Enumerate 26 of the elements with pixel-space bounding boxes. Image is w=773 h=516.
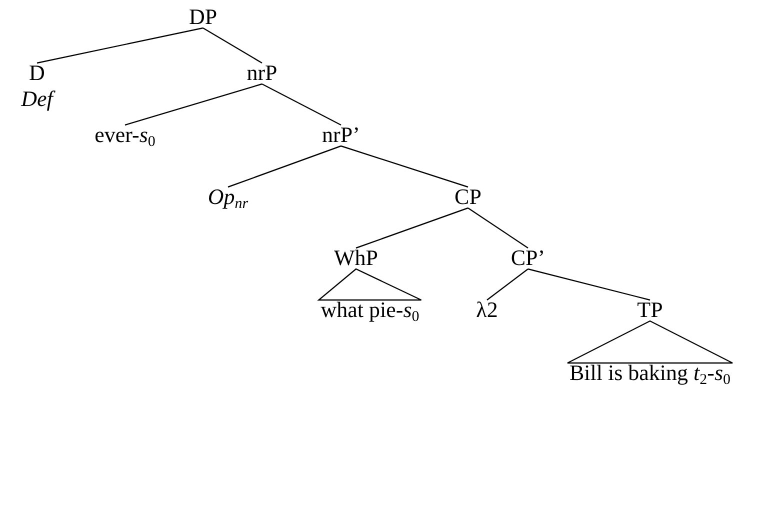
branch-line xyxy=(486,268,528,300)
branch-line xyxy=(202,27,262,64)
node-label: CP xyxy=(454,184,482,210)
branch-line xyxy=(124,83,262,126)
triangle-roof xyxy=(317,268,422,301)
branch-line xyxy=(340,145,468,188)
node-label: ever-s$_{0}$ xyxy=(94,122,156,148)
node-label: nrP xyxy=(246,60,278,86)
node-label: CP’ xyxy=(510,245,546,271)
branch-line xyxy=(36,27,204,64)
node-label: TP xyxy=(637,297,663,323)
branch-line xyxy=(468,208,528,248)
node-label: WhP xyxy=(334,245,378,271)
node-label: Op$_{nr}$ xyxy=(208,184,248,210)
branch-line xyxy=(228,145,342,188)
node-label: Bill is baking t$_{2}$-s$_{0}$ xyxy=(569,360,731,386)
node-label: λ2 xyxy=(476,297,498,323)
branch-line xyxy=(262,83,342,126)
node-label: DP xyxy=(188,4,218,30)
node-label: what pie-s$_{0}$ xyxy=(320,297,420,323)
branch-line xyxy=(528,268,650,301)
node-label: D xyxy=(28,60,46,86)
triangle-roof xyxy=(566,320,734,364)
node-label: nrP’ xyxy=(322,122,360,148)
branch-line xyxy=(356,207,468,249)
feature-label: Def xyxy=(21,86,53,112)
